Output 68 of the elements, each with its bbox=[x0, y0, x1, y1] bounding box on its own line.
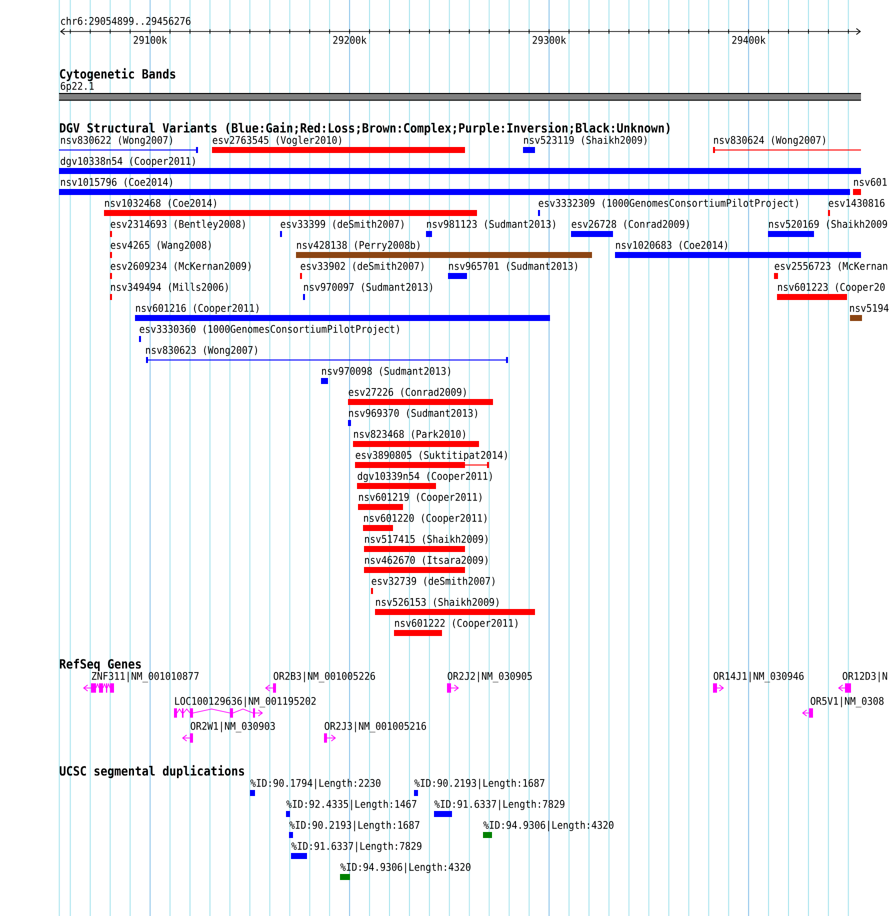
variant-label: esv26728 (Conrad2009) bbox=[572, 220, 689, 230]
variant-label: nsv601216 (Cooper2011) bbox=[136, 304, 258, 314]
gene-label: OR2B3|NM_001005226 bbox=[274, 672, 375, 682]
variant-label: nsv823468 (Park2010) bbox=[354, 430, 466, 440]
duplication-label: %ID:91.6337|Length:7829 bbox=[291, 842, 422, 852]
gene-label: OR2J3|NM_001005216 bbox=[324, 722, 426, 732]
gene-label: OR2J2|NM_030905 bbox=[448, 672, 532, 682]
variant-label: esv2314693 (Bentley2008) bbox=[110, 220, 245, 230]
tick-label: 29100k bbox=[134, 36, 168, 44]
variant-label: nsv601 bbox=[854, 178, 887, 186]
variant-label: esv3330360 (1000GenomesConsortiumPilotProject) bbox=[140, 324, 399, 335]
variant-label: nsv601219 (Cooper2011) bbox=[359, 492, 482, 503]
variant-label: nsv462670 (Itsara2009) bbox=[365, 556, 488, 566]
variant-label: esv32739 (deSmith2007) bbox=[372, 576, 494, 586]
tick-label: 29400k bbox=[732, 36, 766, 44]
variant-label: nsv601223 (Cooper20 bbox=[778, 282, 885, 293]
variant-label: nsv601220 (Cooper2011) bbox=[364, 514, 486, 524]
duplication-label: %ID:92.4335|Length:1467 bbox=[286, 800, 416, 810]
duplication-label: %ID:90.2193|Length:1687 bbox=[289, 820, 420, 832]
tick-label: 29200k bbox=[333, 36, 367, 44]
duplication-label: %ID:91.6337|Length:7829 bbox=[434, 800, 564, 810]
gene-label: LOC100129636|NM_001195202 bbox=[175, 696, 316, 708]
variant-label: esv2609234 (McKernan2009) bbox=[110, 262, 250, 272]
variant-label: nsv970097 (Sudmant2013) bbox=[304, 282, 432, 292]
duplication-label: %ID:94.9306|Length:4320 bbox=[340, 862, 470, 874]
variant-label: nsv830624 (Wong2007) bbox=[714, 136, 826, 146]
variant-label: dgv10339n54 (Cooper2011) bbox=[358, 472, 492, 482]
variant-label: nsv1032468 (Coe2014) bbox=[105, 198, 216, 208]
variant-label: esv4265 (Wang2008) bbox=[110, 240, 211, 252]
variant-label: nsv5194 bbox=[850, 304, 889, 312]
variant-label: esv3890805 (Suktitipat2014) bbox=[356, 450, 507, 461]
variant-label: esv1430816 bbox=[828, 199, 884, 207]
variant-label: nsv601222 (Cooper2011) bbox=[395, 618, 518, 629]
gene-label: OR5V1|NM_0308 bbox=[810, 696, 884, 708]
variant-label: nsv830622 (Wong2007) bbox=[61, 136, 172, 146]
variant-label: esv2763545 (Vogler2010) bbox=[212, 136, 342, 146]
variant-label: nsv1020683 (Coe2014) bbox=[616, 240, 728, 250]
variant-label: esv27226 (Conrad2009) bbox=[348, 388, 466, 398]
track-heading: DGV Structural Variants (Blue:Gain;Red:Loss;Brown:Complex;Purple:Inversion;Black:Unknown) bbox=[60, 122, 670, 136]
variant-label: nsv965701 (Sudmant2013) bbox=[449, 262, 578, 272]
variant-label: nsv830623 (Wong2007) bbox=[146, 346, 258, 356]
variant-label: nsv969370 (Sudmant2013) bbox=[349, 408, 478, 418]
variant-label: nsv523119 (Shaikh2009) bbox=[524, 136, 646, 146]
track-heading: RefSeq Genes bbox=[60, 658, 141, 672]
variant-label: nsv1015796 (Coe2014) bbox=[61, 178, 172, 188]
track-heading: UCSC segmental duplications bbox=[60, 765, 244, 778]
variant-label: esv33399 (deSmith2007) bbox=[280, 220, 404, 230]
tick-label: 29300k bbox=[532, 36, 566, 44]
variant-label: esv3332309 (1000GenomesConsortiumPilotProject) bbox=[538, 198, 798, 209]
variant-label: nsv526153 (Shaikh2009) bbox=[376, 598, 498, 608]
variant-label: nsv970098 (Sudmant2013) bbox=[322, 366, 450, 376]
variant-label: esv2556723 (McKernan bbox=[774, 262, 888, 272]
duplication-label: %ID:94.9306|Length:4320 bbox=[483, 820, 614, 832]
variant-label: esv33902 (deSmith2007) bbox=[300, 262, 424, 272]
variant-label: nsv428138 (Perry2008b) bbox=[297, 240, 420, 251]
variant-label: nsv520169 (Shaikh2009 bbox=[769, 220, 888, 230]
band-label: 6p22.1 bbox=[60, 82, 94, 92]
gene-label: OR2W1|NM_030903 bbox=[190, 722, 275, 732]
gene-label: OR14J1|NM_030946 bbox=[714, 672, 804, 682]
variant-label: nsv349494 (Mills2006) bbox=[111, 282, 228, 292]
coordinate-label: chr6:29054899..29456276 bbox=[61, 16, 190, 25]
variant-label: dgv10338n54 (Cooper2011) bbox=[60, 156, 195, 168]
variant-label: nsv981123 (Sudmant2013) bbox=[427, 220, 556, 230]
duplication-label: %ID:90.1794|Length:2230 bbox=[250, 778, 380, 790]
gene-label: ZNF311|NM_001010877 bbox=[92, 672, 199, 682]
gene-label: OR12D3|N bbox=[842, 672, 888, 682]
duplication-label: %ID:90.2193|Length:1687 bbox=[414, 778, 544, 790]
variant-label: nsv517415 (Shaikh2009) bbox=[365, 534, 488, 544]
